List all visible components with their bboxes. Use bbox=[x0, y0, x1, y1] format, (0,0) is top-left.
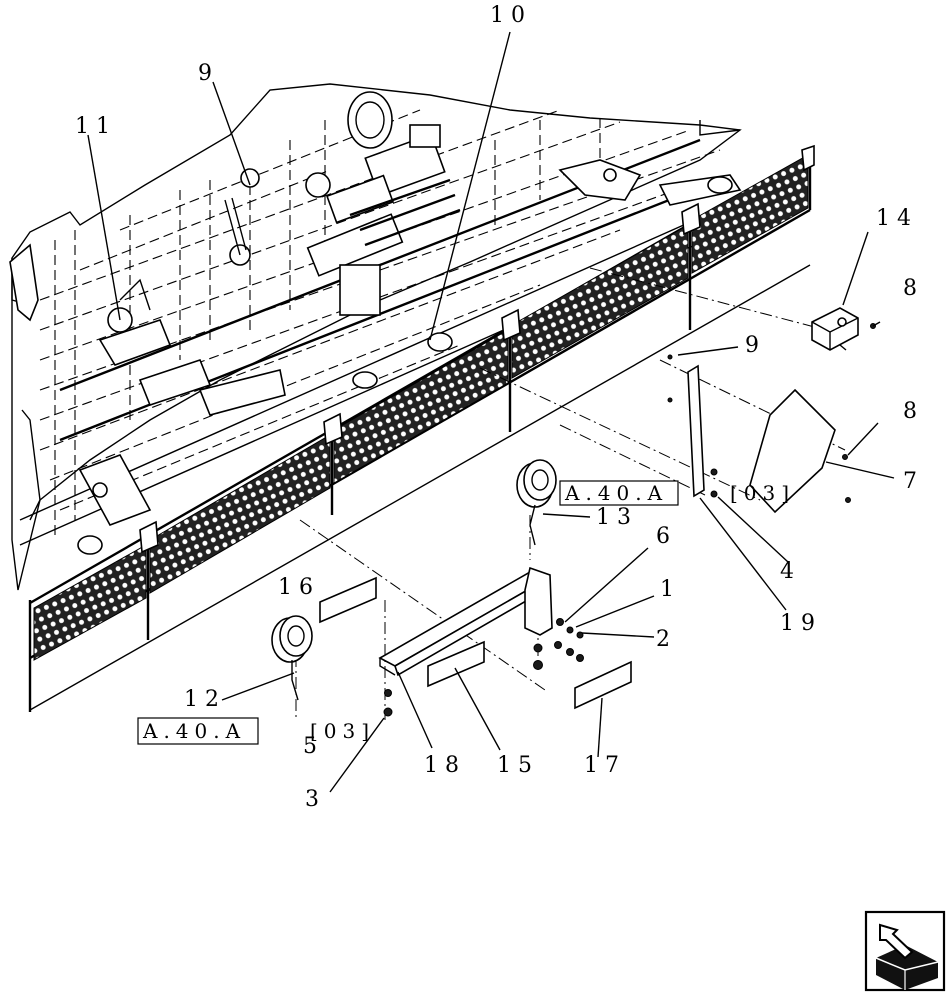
cross-ref-upper-code[interactable]: A.40.A bbox=[564, 481, 668, 505]
part-8-screws bbox=[667, 321, 881, 503]
part-13-reel bbox=[516, 459, 557, 546]
cross-ref-upper[interactable]: A.40.A [03] bbox=[559, 480, 795, 506]
part-18-bracket bbox=[378, 566, 553, 677]
callout-3: 3 bbox=[305, 787, 326, 812]
callout-15: 15 bbox=[497, 753, 539, 778]
cross-ref-lower-code[interactable]: A.40.A bbox=[142, 719, 246, 743]
leader-lines bbox=[87, 31, 895, 793]
part-12-reel bbox=[271, 615, 313, 701]
callout-13: 13 bbox=[596, 505, 638, 530]
callout-18: 18 bbox=[424, 753, 466, 778]
callout-5: 5 bbox=[303, 734, 324, 759]
cross-ref-lower[interactable]: A.40.A [03] bbox=[137, 717, 375, 745]
right-linkage bbox=[558, 120, 742, 206]
screen-panel-4 bbox=[511, 224, 689, 379]
screen-panel-5 bbox=[691, 154, 809, 274]
return-nav-button[interactable] bbox=[864, 910, 946, 992]
callout-8-upper: 8 bbox=[903, 276, 924, 301]
callout-2: 2 bbox=[656, 627, 677, 652]
machine-assembly bbox=[9, 83, 742, 591]
middle-linkage bbox=[98, 278, 453, 416]
decal-17 bbox=[574, 660, 632, 710]
callout-14: 14 bbox=[876, 206, 918, 231]
fastener-hardware bbox=[383, 618, 584, 717]
hydraulic-valves bbox=[224, 91, 461, 316]
callout-19: 19 bbox=[780, 611, 822, 636]
callout-10: 10 bbox=[490, 3, 532, 28]
cross-ref-upper-bracket[interactable]: [03] bbox=[730, 481, 795, 505]
decal-16 bbox=[319, 576, 377, 624]
left-end-linkage bbox=[77, 454, 152, 555]
callout-6: 6 bbox=[656, 524, 677, 549]
screen-panel-3 bbox=[333, 329, 509, 484]
callout-7: 7 bbox=[903, 469, 924, 494]
decal-15 bbox=[427, 640, 485, 688]
callout-12: 12 bbox=[184, 687, 226, 712]
screen-panel-1 bbox=[33, 544, 147, 661]
callout-1: 1 bbox=[660, 577, 681, 602]
return-arrow-icon bbox=[875, 923, 939, 990]
callout-11: 11 bbox=[75, 114, 117, 139]
callout-9-lower: 9 bbox=[745, 333, 766, 358]
callout-16: 16 bbox=[278, 575, 320, 600]
part-19-bar bbox=[667, 364, 718, 498]
part-14-block bbox=[811, 307, 859, 351]
callout-9-upper: 9 bbox=[198, 61, 219, 86]
guard-screens bbox=[28, 144, 815, 712]
callout-8-lower: 8 bbox=[903, 399, 924, 424]
part-7-plate bbox=[749, 388, 836, 514]
cross-ref-lower-bracket[interactable]: [03] bbox=[310, 719, 375, 743]
screen-panel-2 bbox=[149, 434, 331, 594]
callout-numbers: 10 9 11 14 8 9 8 7 13 6 4 16 1 19 2 12 5… bbox=[75, 3, 924, 812]
callout-17: 17 bbox=[584, 753, 626, 778]
callout-4: 4 bbox=[780, 559, 801, 584]
